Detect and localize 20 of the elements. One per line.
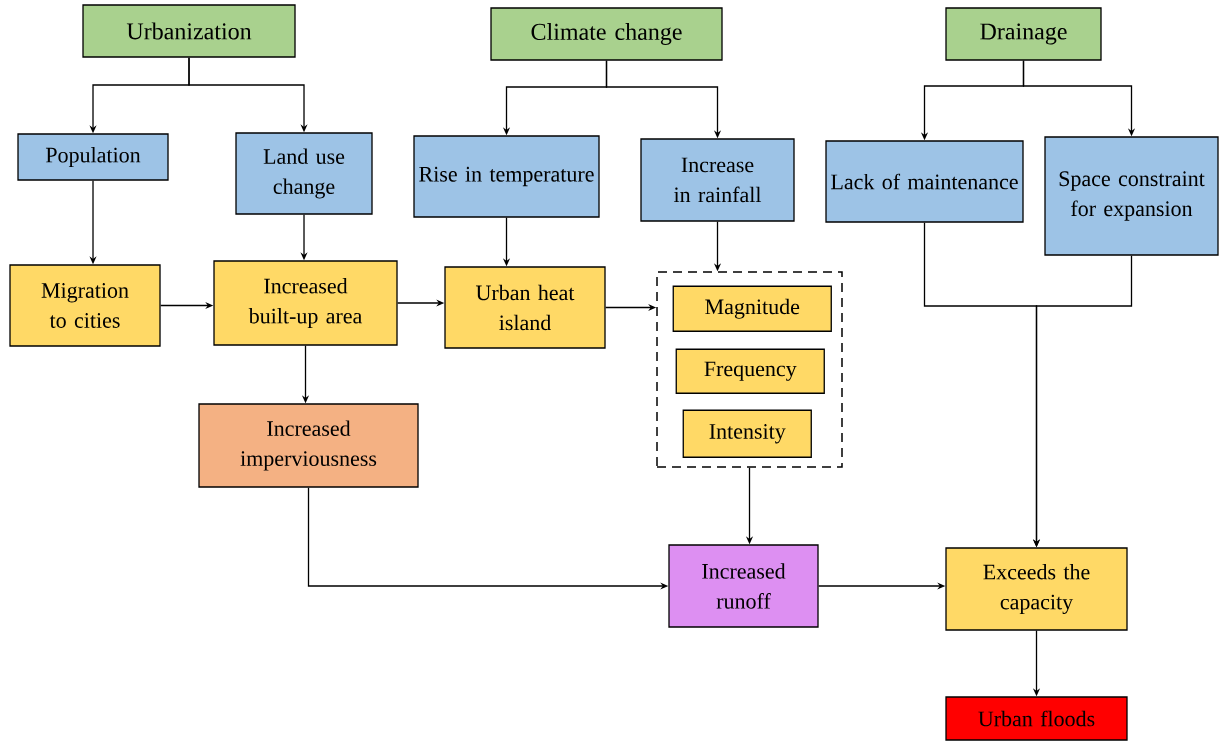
flow-box: Migration to cities [9,264,161,347]
flow-box: Increased built-up area [213,260,398,346]
flow-box: Increased runoff [668,544,819,628]
flow-box: Urban floods [945,696,1128,741]
flow-box: Increase in rainfall [640,138,795,222]
flow-box: Lack of maintenance [825,140,1024,223]
flow-box: Rise in temperature [413,135,600,218]
flow-box: Intensity [682,409,812,458]
dashed-group-box [656,271,843,468]
flow-box: Urban heat island [444,266,606,349]
flow-box: Drainage [945,7,1102,61]
flow-box: Population [17,133,169,181]
flow-box: Land use change [235,132,373,215]
flow-box: Urbanization [82,4,296,58]
flow-box: Exceeds the capacity [945,547,1128,631]
flow-box: Climate change [490,7,723,61]
flow-box: Space constraint for expansion [1044,136,1219,256]
flow-box: Increased imperviousness [198,403,419,488]
flow-box: Magnitude [672,285,832,332]
flow-box: Frequency [675,348,825,394]
